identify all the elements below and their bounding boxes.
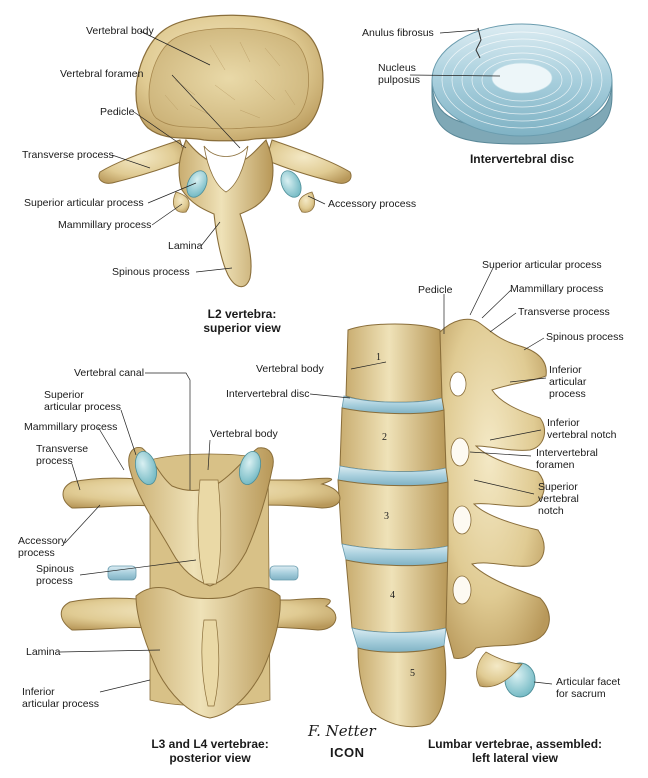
- post-sup-facet-right: [238, 450, 262, 486]
- label-post-transverse-2: process: [36, 455, 73, 467]
- lat-iv-foramen-3: [452, 505, 472, 535]
- caption-lateral-line1: Lumbar vertebrae, assembled:: [427, 737, 603, 751]
- label-lat-iv-disc: Intervertebral disc: [226, 388, 310, 400]
- label-post-inf-articular-2: articular process: [22, 698, 100, 710]
- label-lat-facet-sacrum-1: Articular facet: [556, 676, 621, 688]
- lat-number-2: 2: [382, 432, 387, 443]
- label-post-inf-articular-1: Inferior: [22, 686, 55, 698]
- label-anulus-fibrosus: Anulus fibrosus: [362, 27, 434, 39]
- leader-lines: [59, 29, 553, 693]
- label-post-accessory-2: process: [18, 547, 55, 559]
- label-l2-lamina: Lamina: [168, 240, 203, 252]
- lat-iv-foramen-1: [449, 371, 467, 397]
- l2-body-spongy: [148, 27, 310, 130]
- lat-number-1: 1: [376, 352, 381, 363]
- label-lat-sup-notch-2: vertebral: [538, 493, 579, 505]
- lat-iv-foramen-4: [452, 575, 472, 605]
- caption-l2-line1: L2 vertebra:: [207, 307, 277, 321]
- lat-body-4: [345, 559, 449, 633]
- label-post-vertebral-canal: Vertebral canal: [74, 367, 145, 379]
- label-l2-pedicle: Pedicle: [100, 106, 135, 118]
- l2-vertebral-foramen: [203, 145, 249, 193]
- label-lat-inf-articular-2: articular: [549, 376, 587, 388]
- lat-inferior-articular-l5: [476, 651, 523, 688]
- label-l2-vertebral-body: Vertebral body: [86, 25, 154, 37]
- post-disc-right: [269, 565, 299, 581]
- disc-lamellae: [441, 31, 603, 129]
- lat-posterior-elements: [439, 318, 550, 659]
- label-lat-inf-articular-3: process: [549, 388, 586, 400]
- label-post-transverse-1: Transverse: [36, 443, 89, 455]
- label-lat-spinous: Spinous process: [546, 331, 624, 343]
- lat-iv-foramen-2: [450, 437, 470, 467]
- caption-posterior-line2: posterior view: [169, 751, 251, 765]
- label-lat-iv-foramen-1: Intervertebral: [536, 447, 598, 459]
- l3-l4-posterior-view: [60, 446, 341, 719]
- label-post-spinous-1: Spinous: [36, 563, 74, 575]
- lat-number-4: 4: [390, 590, 395, 601]
- anulus-cut-line: [475, 27, 482, 59]
- label-l2-spinous: Spinous process: [112, 266, 190, 278]
- label-l2-accessory: Accessory process: [328, 198, 417, 210]
- label-lat-sup-notch-3: notch: [538, 505, 564, 517]
- label-lat-inf-notch-1: Inferior: [547, 417, 580, 429]
- label-lat-vertebral-body: Vertebral body: [256, 363, 324, 375]
- label-post-accessory-1: Accessory: [18, 535, 67, 547]
- label-lat-sup-notch-1: Superior: [538, 481, 578, 493]
- label-nucleus-2: pulposus: [378, 74, 421, 86]
- lumbar-lateral-view: [337, 318, 550, 728]
- label-post-sup-articular-2: articular process: [44, 401, 122, 413]
- label-post-mammillary: Mammillary process: [24, 421, 118, 433]
- label-l2-mammillary: Mammillary process: [58, 219, 152, 231]
- label-lat-pedicle: Pedicle: [418, 284, 453, 296]
- label-lat-inf-articular-1: Inferior: [549, 364, 582, 376]
- lat-body-5: [357, 645, 447, 728]
- post-spinous-ridge: [197, 479, 222, 585]
- label-lat-transverse: Transverse process: [518, 306, 610, 318]
- label-lat-facet-sacrum-2: for sacrum: [556, 688, 606, 700]
- post-sup-facet-left: [134, 450, 158, 486]
- label-l2-vertebral-foramen: Vertebral foramen: [60, 68, 144, 80]
- lat-body-3: [337, 479, 449, 551]
- label-lat-inf-notch-2: vertebral notch: [547, 429, 617, 441]
- l2-superior-view: [98, 14, 352, 288]
- label-l2-superior-articular: Superior articular process: [24, 197, 144, 209]
- label-lat-mammillary: Mammillary process: [510, 283, 604, 295]
- post-disc-left: [107, 565, 137, 581]
- l2-transverse-right: [265, 139, 352, 184]
- label-l2-transverse-process: Transverse process: [22, 149, 114, 161]
- l2-sup-facet-left: [186, 170, 208, 198]
- label-post-spinous-2: process: [36, 575, 73, 587]
- label-post-vertebral-body: Vertebral body: [210, 428, 278, 440]
- label-nucleus-1: Nucleus: [378, 62, 416, 74]
- label-post-lamina: Lamina: [26, 646, 61, 658]
- caption-disc: Intervertebral disc: [469, 152, 575, 166]
- l2-transverse-left: [98, 139, 187, 184]
- post-lamina-ridge: [201, 619, 220, 707]
- intervertebral-disc-figure: [431, 23, 613, 145]
- netter-signature: F. Netter: [308, 722, 376, 740]
- lat-body-2: [339, 407, 447, 473]
- caption-l2-line2: superior view: [203, 321, 281, 335]
- icon-logo: ICON: [330, 745, 365, 760]
- lat-number-5: 5: [410, 668, 415, 679]
- nucleus-pulposus: [491, 62, 553, 94]
- lat-number-3: 3: [384, 511, 389, 522]
- caption-lateral-line2: left lateral view: [471, 751, 559, 765]
- label-lat-iv-foramen-2: foramen: [536, 459, 575, 471]
- lat-body-1: [345, 323, 443, 403]
- label-lat-superior-articular: Superior articular process: [482, 259, 602, 271]
- label-post-sup-articular-1: Superior: [44, 389, 84, 401]
- l2-sup-facet-right: [280, 170, 302, 198]
- l2-mammillary-right: [298, 191, 315, 213]
- caption-posterior-line1: L3 and L4 vertebrae:: [151, 737, 269, 751]
